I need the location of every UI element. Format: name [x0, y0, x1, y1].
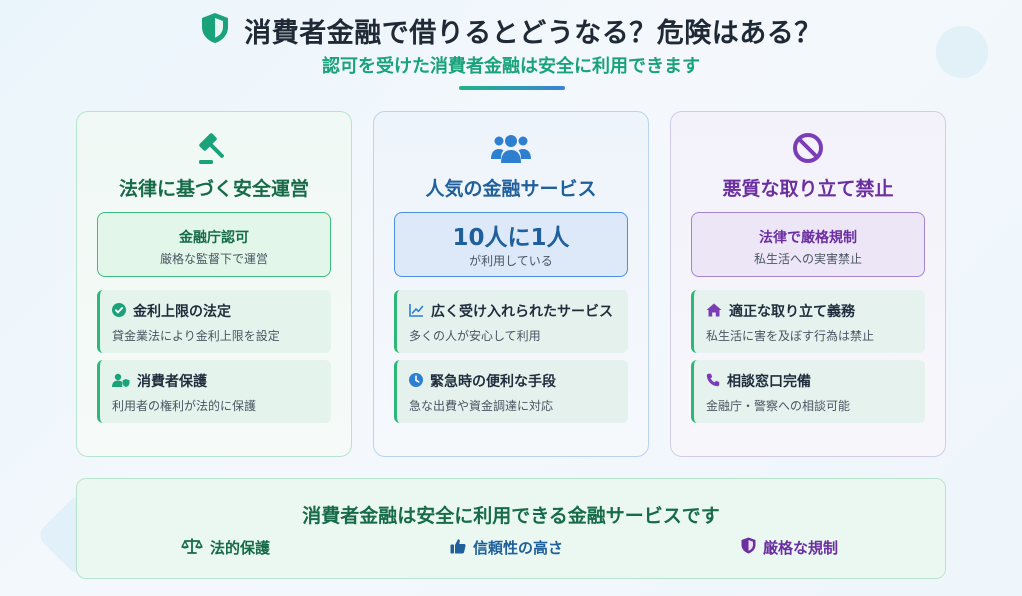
summary-title: 消費者金融は安全に利用できる金融サービスです: [302, 505, 720, 527]
decorative-bubble: [936, 26, 988, 78]
feature-title: 相談窓口完備: [727, 374, 811, 390]
title-row: 消費者金融で借りるとどうなる？危険はある？: [0, 10, 1022, 50]
summary-item-regulation: 厳格な規制: [741, 537, 838, 558]
feature-desc: 私生活に害を及ぼす行為は禁止: [706, 329, 875, 343]
card-title: 人気の金融サービス: [425, 178, 597, 200]
card-title: 法律に基づく安全運営: [118, 178, 309, 200]
chart-line-icon: [409, 302, 424, 321]
card-popular-service: 人気の金融サービス 10人に1人 が利用している 広く受け入れられたサービス 多…: [373, 111, 649, 457]
feature-item: 消費者保護 利用者の権利が法的に保護: [97, 360, 331, 423]
summary-item-legal: 法的保護: [181, 537, 270, 558]
clock-icon: [409, 372, 423, 391]
feature-title: 緊急時の便利な手段: [430, 374, 556, 390]
highlight-box: 10人に1人 が利用している: [394, 212, 628, 277]
highlight-main: 法律で厳格規制: [759, 230, 857, 246]
summary-item-label: 厳格な規制: [763, 539, 839, 557]
page-header: 消費者金融で借りるとどうなる？危険はある？ 認可を受けた消費者金融は安全に利用で…: [0, 0, 1022, 100]
page-subtitle: 認可を受けた消費者金融は安全に利用できます: [322, 56, 700, 77]
highlight-main: 10人に1人: [452, 225, 570, 251]
summary-item-trust: 信頼性の高さ: [450, 537, 563, 558]
feature-desc: 金融庁・警察への相談可能: [706, 399, 851, 413]
feature-desc: 多くの人が安心して利用: [409, 329, 541, 343]
highlight-sub: 厳格な監督下で運営: [159, 252, 268, 266]
home-icon: [706, 302, 722, 321]
feature-item: 緊急時の便利な手段 急な出費や資金調達に対応: [394, 360, 628, 423]
card-title: 悪質な取り立て禁止: [722, 178, 894, 200]
feature-desc: 利用者の権利が法的に保護: [112, 399, 257, 413]
ban-icon: [671, 130, 945, 166]
highlight-sub: が利用している: [469, 254, 553, 268]
feature-title: 適正な取り立て義務: [729, 304, 855, 320]
summary-item-label: 信頼性の高さ: [473, 539, 564, 557]
highlight-main: 金融庁認可: [179, 230, 249, 246]
highlight-sub: 私生活への実害禁止: [753, 252, 862, 266]
title-underline: [459, 86, 565, 90]
feature-title: 広く受け入れられたサービス: [431, 304, 613, 320]
phone-icon: [706, 372, 720, 391]
gavel-icon: [77, 130, 351, 166]
card-collection-ban: 悪質な取り立て禁止 法律で厳格規制 私生活への実害禁止 適正な取り立て義務 私生…: [670, 111, 946, 457]
balance-scale-icon: [181, 537, 203, 558]
check-circle-icon: [112, 302, 126, 321]
highlight-box: 法律で厳格規制 私生活への実害禁止: [691, 212, 925, 277]
summary-panel: 消費者金融は安全に利用できる金融サービスです 法的保護 信頼性の高さ 厳格な規制: [76, 478, 946, 579]
feature-title: 消費者保護: [137, 374, 207, 390]
feature-item: 適正な取り立て義務 私生活に害を及ぼす行為は禁止: [691, 290, 925, 353]
feature-item: 相談窓口完備 金融庁・警察への相談可能: [691, 360, 925, 423]
user-shield-icon: [112, 372, 130, 391]
card-legal-safety: 法律に基づく安全運営 金融庁認可 厳格な監督下で運営 金利上限の法定 貸金業法に…: [76, 111, 352, 457]
feature-desc: 貸金業法により金利上限を設定: [112, 329, 280, 343]
feature-desc: 急な出費や資金調達に対応: [409, 399, 554, 413]
page-title: 消費者金融で借りるとどうなる？危険はある？: [244, 17, 822, 49]
users-icon: [374, 130, 648, 166]
feature-item: 広く受け入れられたサービス 多くの人が安心して利用: [394, 290, 628, 353]
feature-item: 金利上限の法定 貸金業法により金利上限を設定: [97, 290, 331, 353]
highlight-box: 金融庁認可 厳格な監督下で運営: [97, 212, 331, 277]
shield-icon: [741, 537, 756, 558]
thumbs-up-icon: [450, 538, 466, 558]
feature-title: 金利上限の法定: [133, 304, 231, 320]
summary-item-label: 法的保護: [210, 539, 271, 557]
shield-check-icon: [200, 12, 230, 48]
